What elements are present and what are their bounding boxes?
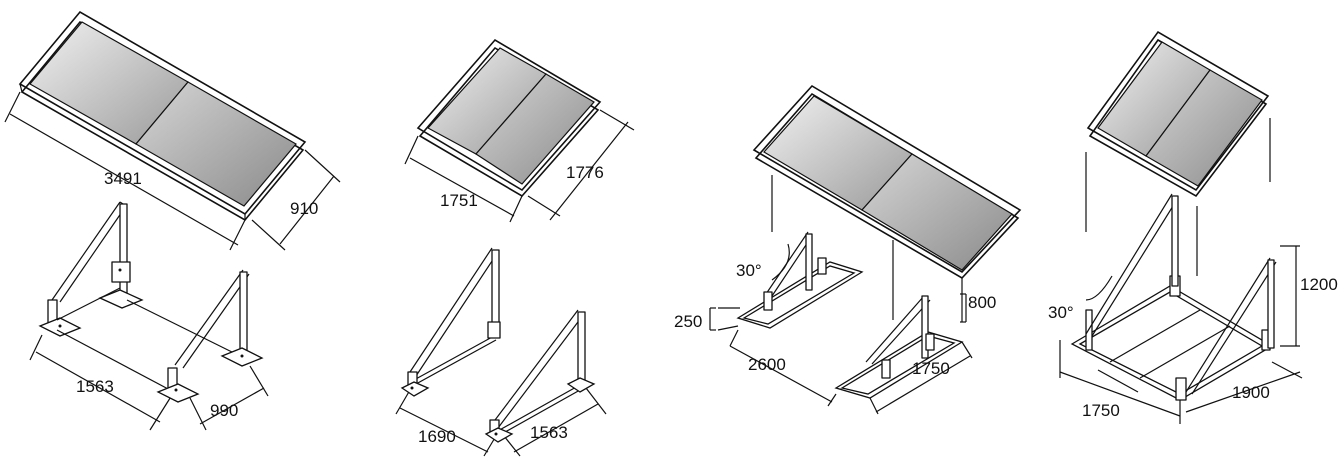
solar-panel-right: [475, 73, 595, 185]
group-flat-mount: 3491 910 1563 990: [4, 10, 341, 431]
dimension-label: 990: [210, 401, 238, 420]
solar-panel-right: [135, 81, 297, 207]
ballast-tray-right: [834, 295, 964, 399]
dimension-label: 2600: [748, 355, 786, 374]
dimension-label: 800: [968, 293, 996, 312]
solar-panel-pair: [18, 10, 307, 222]
dimension-label: 1200: [1300, 275, 1338, 294]
dimension-label: 1690: [418, 427, 456, 446]
solar-panel-right: [1145, 69, 1263, 187]
dimension-lines: [4, 91, 341, 431]
dimension-lines: [709, 243, 973, 415]
group-frame-mount: 1200 30° 1750 1900: [1048, 30, 1338, 424]
base-frame: [1070, 193, 1277, 401]
dimension-label: 1900: [1232, 383, 1270, 402]
dimension-label: 1776: [566, 163, 604, 182]
group-ballast-mount: 30° 250 800 2600 1750: [674, 84, 1022, 415]
ballast-tray-left: [736, 231, 864, 329]
dimension-label: 1750: [912, 359, 950, 378]
dimension-lines: [1059, 245, 1303, 424]
mounting-frame: [38, 201, 264, 403]
solar-panel-pair: [752, 84, 1022, 280]
solar-panel-right: [861, 153, 1013, 271]
dimension-label: 1563: [76, 377, 114, 396]
dimension-label: 3491: [104, 169, 142, 188]
solar-panel-pair: [416, 38, 602, 198]
dimension-label: 1563: [530, 423, 568, 442]
mounting-frame: [400, 247, 596, 443]
leader-lines: [1085, 118, 1271, 276]
solar-panel-pair: [1086, 30, 1270, 198]
dimension-label: 30°: [1048, 303, 1074, 322]
leader-lines: [771, 175, 963, 322]
dimension-label: 1750: [1082, 401, 1120, 420]
dimension-label: 910: [290, 199, 318, 218]
dimension-label: 1751: [440, 191, 478, 210]
dimension-label: 30°: [736, 261, 762, 280]
dimension-label: 250: [674, 312, 702, 331]
dimension-lines: [395, 109, 635, 457]
group-angled-mount: 1751 1776 1690 1563: [395, 38, 635, 457]
